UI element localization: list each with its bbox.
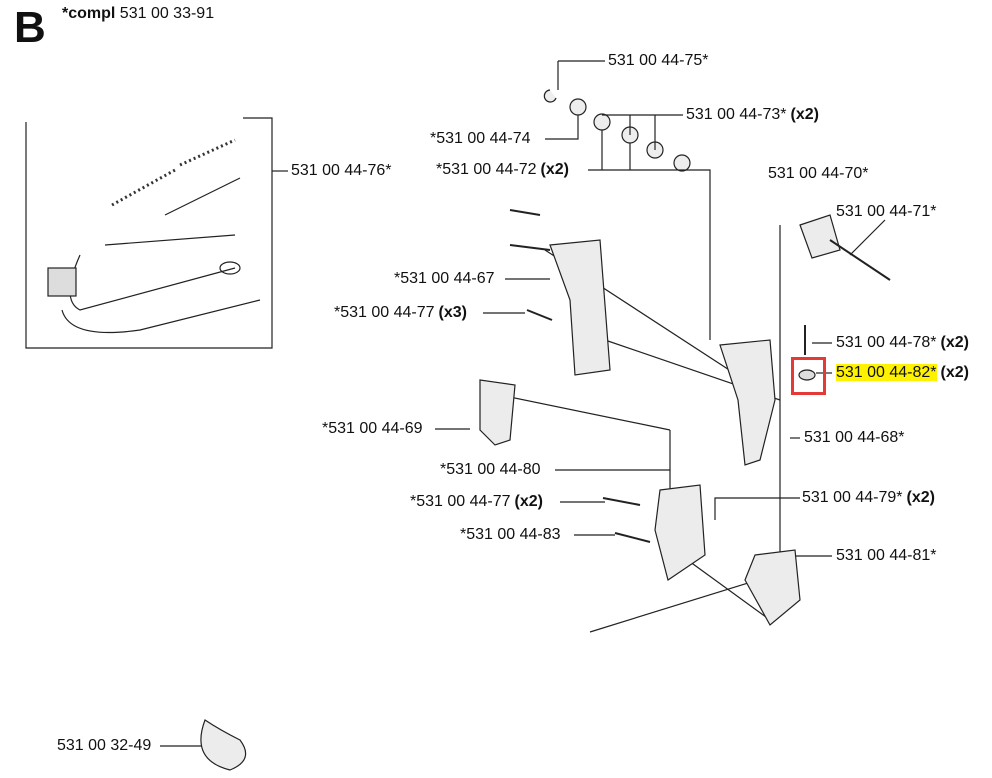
part-label[interactable]: *531 00 44-77(x2)	[410, 493, 543, 510]
washer-parts	[543, 89, 691, 172]
part-label[interactable]: 531 00 44-81*	[836, 547, 937, 564]
part-label[interactable]: 531 00 44-70*	[768, 165, 869, 182]
section-letter: B	[14, 3, 46, 52]
selection-highlight-box	[791, 357, 826, 395]
part-label[interactable]: *531 00 44-83	[460, 526, 561, 543]
part-label[interactable]: *531 00 44-72(x2)	[436, 161, 569, 178]
part-label[interactable]: 531 00 32-49	[57, 737, 152, 754]
part-label[interactable]: 531 00 44-71*	[836, 203, 937, 220]
part-label[interactable]: 531 00 44-75*	[608, 52, 709, 69]
part-label[interactable]: *531 00 44-67	[394, 270, 495, 287]
part-label[interactable]: *531 00 44-69	[322, 420, 423, 437]
kit-bracket	[25, 117, 273, 349]
part-label[interactable]: *531 00 44-80	[440, 461, 541, 478]
part-label-highlighted[interactable]: 531 00 44-82*(x2)	[836, 364, 969, 381]
part-label[interactable]: 531 00 44-68*	[804, 429, 905, 446]
part-label[interactable]: 531 00 44-73*(x2)	[686, 106, 819, 123]
cable-part	[47, 177, 261, 334]
part-label[interactable]: *531 00 44-77(x3)	[334, 304, 467, 321]
washer-82-part	[798, 369, 816, 381]
part-label[interactable]: *531 00 44-74	[430, 130, 531, 147]
part-label[interactable]: 531 00 44-79*(x2)	[802, 489, 935, 506]
screw-parts	[509, 209, 891, 543]
part-label[interactable]: 531 00 44-78*(x2)	[836, 334, 969, 351]
handle-parts	[200, 214, 841, 771]
part-label[interactable]: 531 00 44-76*	[291, 162, 392, 179]
spring-part	[111, 138, 236, 207]
complete-assembly-label: *compl 531 00 33-91	[62, 5, 215, 22]
